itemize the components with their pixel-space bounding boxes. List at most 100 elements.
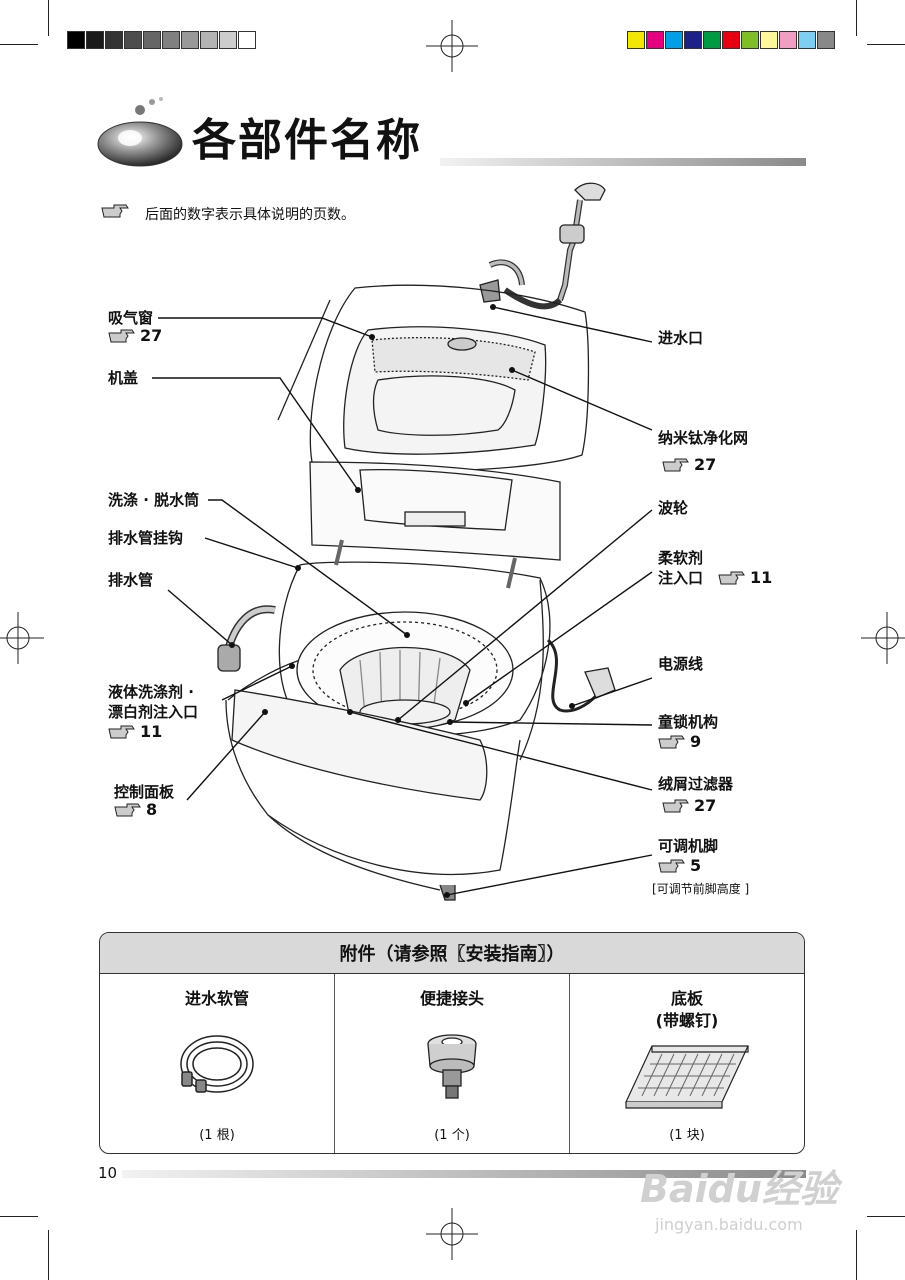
pointing-hand-icon (101, 204, 129, 218)
page-number: 10 (98, 1164, 118, 1182)
label-feet: 可调机脚 (658, 837, 719, 855)
ref-air-vent: 27 (108, 326, 162, 346)
crop-mark (856, 0, 857, 36)
accessory-qty: (1 根) (199, 1128, 235, 1143)
calibration-swatch (181, 31, 199, 49)
label-tub: 洗涤 · 脱水筒 (108, 491, 200, 509)
connector-icon (427, 1034, 477, 1099)
title-bubble-logo-icon (97, 97, 183, 167)
ref-page-number: 8 (146, 800, 158, 819)
accessory-inlet-hose: 进水软管 (1 根) (100, 974, 335, 1153)
label-control-panel: 控制面板 (114, 783, 175, 801)
crop-mark (0, 1216, 38, 1217)
footer-rule (122, 1170, 806, 1178)
base-plate-icon (625, 1045, 749, 1109)
calibration-swatch (627, 31, 645, 49)
label-nano-filter: 纳米钛净化网 (658, 429, 749, 447)
accessories-heading: 附件（请参照〖安装指南〗） (100, 933, 804, 974)
calibration-swatch (238, 31, 256, 49)
registration-mark-icon (0, 612, 44, 664)
calibration-swatch (798, 31, 816, 49)
label-softener-line1: 柔软剂 (658, 549, 704, 567)
accessory-name: 进水软管 (184, 989, 249, 1008)
label-water-inlet: 进水口 (658, 329, 704, 347)
ref-feet: 5 (658, 856, 701, 876)
label-child-lock: 童锁机构 (658, 713, 719, 731)
ref-page-number: 27 (140, 326, 163, 345)
calibration-swatch (684, 31, 702, 49)
ref-page-number: 27 (694, 455, 717, 474)
ref-child-lock: 9 (658, 732, 701, 752)
ref-page-number: 11 (140, 722, 163, 741)
ref-control-panel: 8 (114, 800, 157, 820)
accessories-box: 附件（请参照〖安装指南〗） 进水软管 (1 根) 便捷接头 (99, 932, 805, 1154)
pointing-hand-icon (718, 571, 745, 585)
calibration-swatch (779, 31, 797, 49)
crop-mark (867, 1216, 905, 1217)
crop-mark (48, 1230, 49, 1280)
crop-mark (48, 0, 49, 36)
accessory-name-line1: 底板 (670, 989, 703, 1008)
label-pulsator: 波轮 (658, 499, 689, 517)
crop-mark (867, 44, 905, 45)
registration-mark-icon (861, 612, 905, 664)
label-liquid-inlet-line2: 漂白剂注入口 (108, 703, 199, 721)
accessory-quick-connector: 便捷接头 (1 个) (335, 974, 570, 1153)
calibration-swatch (703, 31, 721, 49)
gray-calibration-strip (67, 31, 257, 49)
washing-machine-illustration (152, 182, 653, 901)
ref-page-number: 5 (690, 856, 702, 875)
crop-mark (0, 44, 38, 45)
ref-nano-filter: 27 (662, 455, 716, 475)
pointing-hand-icon (108, 725, 135, 739)
calibration-swatch (162, 31, 180, 49)
calibration-swatch (741, 31, 759, 49)
accessory-base-plate: 底板 (带螺钉) (1 块) (570, 974, 804, 1153)
calibration-swatch (67, 31, 85, 49)
ref-liquid-inlet: 11 (108, 722, 162, 742)
page-note: 后面的数字表示具体说明的页数。 (145, 207, 355, 223)
calibration-swatch (86, 31, 104, 49)
pointing-hand-icon (658, 859, 685, 873)
calibration-swatch (143, 31, 161, 49)
registration-mark-icon (426, 1208, 478, 1260)
hose-coil-icon (180, 1035, 254, 1093)
page-title: 各部件名称 (192, 115, 422, 166)
ref-page-number: 27 (694, 796, 717, 815)
calibration-swatch (665, 31, 683, 49)
pointing-hand-icon (662, 799, 689, 813)
pointing-hand-icon (658, 735, 685, 749)
label-softener-line2: 注入口 (658, 569, 704, 587)
pointing-hand-icon (108, 329, 135, 343)
calibration-swatch (646, 31, 664, 49)
ref-softener: 11 (718, 568, 772, 588)
feet-note: [可调节前脚高度 ] (652, 882, 750, 896)
title-underline (440, 158, 806, 166)
registration-mark-icon (426, 20, 478, 72)
label-power-cord: 电源线 (658, 655, 704, 673)
feet-note-text: 可调节前脚高度 (656, 882, 741, 896)
label-liquid-inlet-line1: 液体洗涤剂 · (108, 683, 194, 701)
accessory-name: 底板 (带螺钉) (570, 988, 804, 1032)
calibration-swatch (760, 31, 778, 49)
label-air-vent: 吸气窗 (108, 309, 154, 327)
calibration-swatch (722, 31, 740, 49)
watermark-logo: Baidu经验 (640, 1167, 838, 1211)
calibration-swatch (200, 31, 218, 49)
ref-page-number: 11 (750, 568, 773, 587)
label-drain-hook: 排水管挂钩 (108, 529, 184, 547)
ref-lint-filter: 27 (662, 796, 716, 816)
color-calibration-strip (627, 31, 836, 49)
accessory-qty: (1 块) (669, 1128, 705, 1143)
calibration-swatch (124, 31, 142, 49)
calibration-swatch (219, 31, 237, 49)
crop-mark (856, 1230, 857, 1280)
ref-page-number: 9 (690, 732, 702, 751)
pointing-hand-icon (114, 803, 141, 817)
accessory-name-line2: (带螺钉) (655, 1011, 719, 1030)
label-drain-hose: 排水管 (108, 571, 154, 589)
accessory-qty: (1 个) (434, 1128, 470, 1143)
label-lid: 机盖 (108, 369, 139, 387)
pointing-hand-icon (662, 458, 689, 472)
calibration-swatch (105, 31, 123, 49)
